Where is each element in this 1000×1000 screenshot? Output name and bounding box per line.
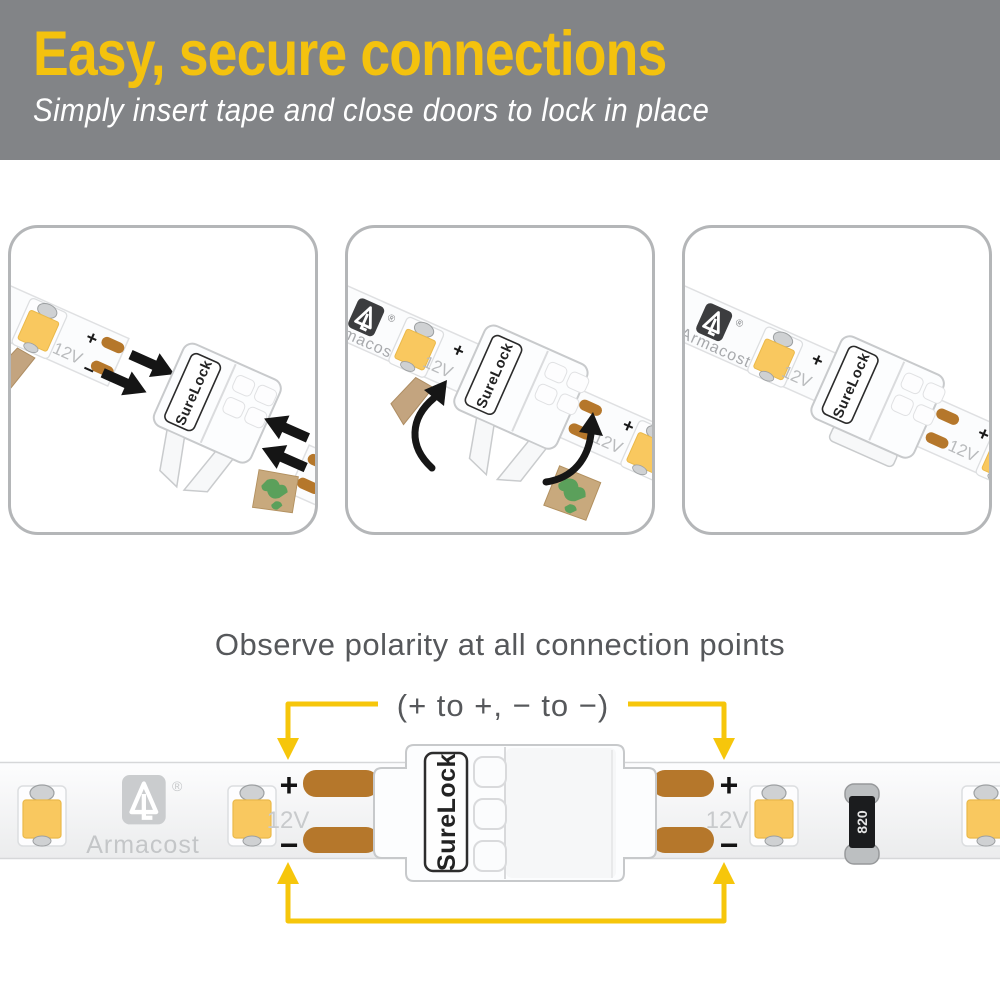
page-subtitle: Simply insert tape and close doors to lo…: [33, 92, 710, 128]
registered-mark: ®: [386, 312, 398, 325]
polarity-arrow-top: [285, 701, 727, 742]
close-door-arrow-icon: [411, 380, 447, 472]
adhesive-liner-tab: [11, 347, 36, 397]
surelock-connector-closing: SureLock: [453, 324, 590, 494]
polarity-arrowhead-up-icon: [277, 862, 299, 884]
step-panel-locked: ® Armacost + 12V SureLock: [682, 225, 992, 535]
surelock-connector-open: SureLock: [146, 342, 282, 504]
surelock-connector-locked: SureLock: [810, 335, 946, 468]
registered-mark: ®: [733, 317, 745, 330]
polarity-heading: Observe polarity at all connection point…: [214, 627, 786, 662]
copper-pad: [303, 770, 379, 797]
step-panel-close-doors: ® Armacost + 12V SureLock: [345, 225, 655, 535]
minus-marking: −: [280, 827, 299, 863]
brand-name: Armacost: [86, 831, 200, 859]
page-title: Easy, secure connections: [33, 19, 667, 89]
registered-mark: ®: [172, 778, 183, 794]
polarity-note: (+ to +, − to −): [397, 688, 609, 723]
adhesive-backing-sticker: [246, 464, 304, 520]
connector-door: [506, 748, 616, 878]
resistor: 820: [844, 783, 880, 865]
step2-illustration: ® Armacost + 12V SureLock: [348, 266, 652, 532]
surelock-connector: SureLock: [373, 744, 657, 882]
led-icon: [17, 784, 67, 847]
led-icon: [749, 784, 799, 847]
polarity-diagram: (+ to +, − to −) ® Armacost + 12V −: [0, 688, 1000, 924]
close-door-arrow-icon: [542, 412, 603, 486]
polarity-arrow-bottom: [285, 880, 727, 924]
minus-marking: −: [720, 827, 739, 863]
copper-pad: [652, 827, 714, 853]
polarity-arrowhead-up-icon: [713, 862, 735, 884]
surelock-label: SureLock: [433, 753, 461, 871]
voltage-marking: 12V: [267, 807, 310, 834]
armacost-logo-icon: [122, 775, 166, 824]
step-panel-insert-tape: + 12V − SureLock: [8, 225, 318, 535]
copper-pad: [652, 770, 714, 797]
plus-marking: +: [280, 767, 299, 803]
led-strip-segment-left: + 12V −: [11, 266, 130, 388]
plus-marking: +: [720, 767, 739, 803]
resistor-value: 820: [854, 810, 870, 834]
copper-pad: [303, 827, 379, 853]
led-strip: ® Armacost + 12V − SureLock +: [0, 744, 1000, 882]
adhesive-liner-tab: [390, 376, 434, 426]
step3-illustration: ® Armacost + 12V SureLock: [685, 266, 989, 532]
polarity-arrowhead-down-icon: [277, 738, 299, 760]
polarity-arrowhead-down-icon: [713, 738, 735, 760]
voltage-marking: 12V: [706, 807, 749, 834]
step1-illustration: + 12V − SureLock: [11, 266, 315, 532]
led-icon: [961, 784, 1000, 847]
header-banner: Easy, secure connections Simply insert t…: [0, 0, 1000, 160]
